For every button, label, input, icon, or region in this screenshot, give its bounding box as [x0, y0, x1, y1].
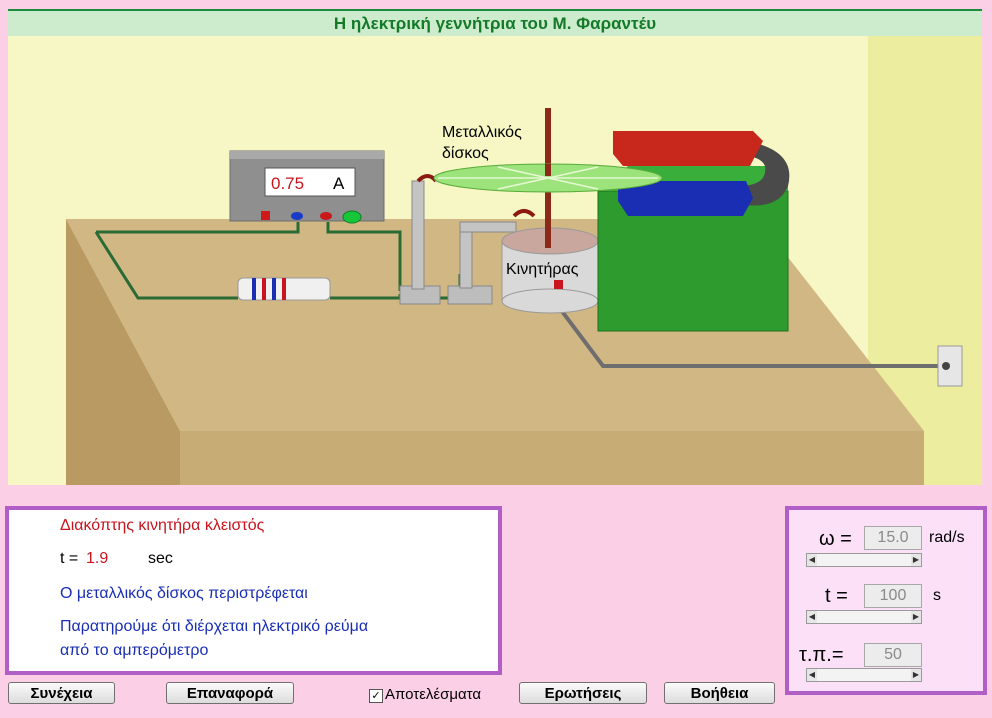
- table-left-side: [66, 219, 180, 485]
- time-field[interactable]: 100: [864, 584, 922, 608]
- ammeter-value: 0.75: [271, 174, 304, 193]
- info-panel: Διακόπτης κινητήρα κλειστός t = 1.9 sec …: [5, 506, 502, 675]
- contact-base-right: [447, 285, 493, 305]
- disk-status: Ο μεταλλικός δίσκος περιστρέφεται: [60, 585, 308, 602]
- observation-line: από το αμπερόμετρο: [60, 642, 209, 659]
- circuit-wire: [96, 222, 300, 234]
- switch-status: Διακόπτης κινητήρα κλειστός: [60, 517, 265, 534]
- motor-switch-indicator: [554, 280, 563, 289]
- brush-left: [416, 174, 438, 183]
- observation-line: Παρατηρούμε ότι διέρχεται ηλεκτρικό ρεύμ…: [60, 618, 369, 635]
- time-value: 1.9: [86, 550, 109, 567]
- ammeter-red-terminal: [261, 211, 270, 220]
- tp-field[interactable]: 50: [864, 643, 922, 667]
- rotor-shaft-top: [545, 164, 551, 176]
- resistor-band: [262, 278, 266, 300]
- time-label: t =: [60, 550, 79, 567]
- omega-field[interactable]: 15.0: [864, 526, 922, 550]
- contact-post-left: [411, 180, 425, 290]
- ammeter-unit: A: [333, 174, 345, 193]
- resistor-band: [272, 278, 276, 300]
- omega-slider[interactable]: ◀ ▶: [806, 553, 922, 567]
- magnet-south-pole: [618, 181, 753, 216]
- motor-label: Κινητήρας: [506, 261, 579, 278]
- tp-slider[interactable]: ◀ ▶: [806, 668, 922, 682]
- table-top: [66, 219, 924, 431]
- magnet-north-pole: [613, 131, 763, 166]
- continue-button[interactable]: Συνέχεια: [8, 682, 115, 704]
- ammeter-red-knob: [320, 212, 332, 220]
- time-slider[interactable]: ◀ ▶: [806, 610, 922, 624]
- plug: [942, 362, 950, 370]
- disk-spoke: [497, 166, 599, 190]
- resistor-band: [282, 278, 286, 300]
- slider-right-arrow-icon[interactable]: ▶: [911, 611, 921, 623]
- time-unit: sec: [148, 550, 173, 567]
- omega-unit: rad/s: [929, 529, 965, 546]
- ammeter-blue-knob: [291, 212, 303, 220]
- page-title: Η ηλεκτρική γεννήτρια του Μ. Φαραντέυ: [8, 9, 982, 36]
- slider-right-arrow-icon[interactable]: ▶: [911, 554, 921, 566]
- time-unit: s: [933, 587, 941, 604]
- results-checkbox[interactable]: ✓: [369, 689, 383, 703]
- slider-left-arrow-icon[interactable]: ◀: [807, 611, 817, 623]
- slider-left-arrow-icon[interactable]: ◀: [807, 554, 817, 566]
- disk-label: δίσκος: [442, 145, 489, 162]
- control-panel: ω = 15.0 rad/s ◀ ▶ t = 100 s ◀ ▶ τ.π.= 5…: [785, 506, 987, 695]
- ammeter-display: [264, 167, 356, 197]
- tp-label: τ.π.=: [799, 644, 844, 666]
- circuit-wire: [94, 231, 238, 300]
- slider-left-arrow-icon[interactable]: ◀: [807, 669, 817, 681]
- omega-label: ω =: [819, 528, 852, 550]
- ammeter-power-light: [342, 210, 362, 224]
- time-label: t =: [825, 585, 848, 607]
- slider-right-arrow-icon[interactable]: ▶: [911, 669, 921, 681]
- questions-button[interactable]: Ερωτήσεις: [519, 682, 647, 704]
- results-label: Αποτελέσματα: [385, 686, 482, 703]
- brush-right: [512, 209, 536, 218]
- generator-scene: 0.75 A Κινητήρας Μεταλλικός: [66, 36, 982, 485]
- motor-bottom: [501, 288, 599, 314]
- help-button[interactable]: Βοήθεια: [664, 682, 775, 704]
- contact-arm-right: [459, 221, 517, 233]
- ammeter-top: [230, 151, 384, 159]
- table-front: [180, 431, 924, 485]
- circuit-wire: [326, 222, 402, 291]
- contact-post-right: [459, 225, 473, 289]
- reset-button[interactable]: Επαναφορά: [166, 682, 294, 704]
- disk-label: Μεταλλικός: [442, 124, 522, 141]
- resistor-band: [252, 278, 256, 300]
- simulation-stage: 0.75 A Κινητήρας Μεταλλικός: [8, 36, 982, 485]
